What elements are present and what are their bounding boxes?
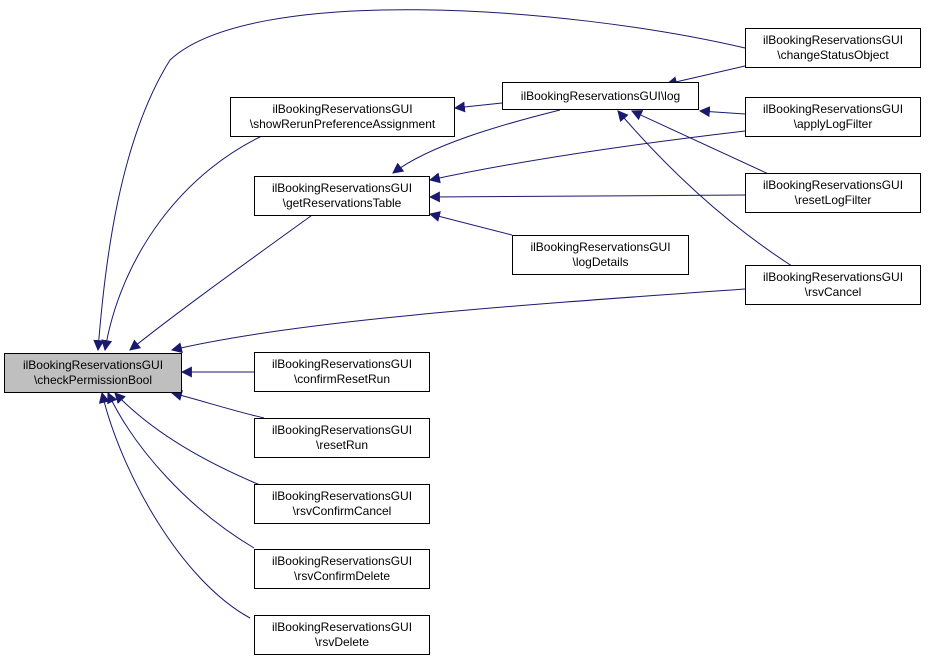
edge-resetLogFilter-to-getReservationsTable — [428, 191, 746, 203]
node-label-line2: \rsvConfirmCancel — [292, 504, 392, 518]
node-label-line1: ilBookingReservationsGUI — [762, 178, 904, 192]
node-changeStatusObject[interactable]: ilBookingReservationsGUI \changeStatusOb… — [745, 28, 921, 68]
node-label-line1: ilBookingReservationsGUI — [762, 33, 904, 47]
edge-applyLogFilter-to-getReservationsTable — [428, 130, 746, 184]
node-label-line1: ilBookingReservationsGUI — [271, 620, 413, 634]
node-label-line2: \checkPermissionBool — [33, 373, 153, 387]
node-label-line2: \confirmResetRun — [293, 372, 391, 386]
node-rsvConfirmDelete[interactable]: ilBookingReservationsGUI \rsvConfirmDele… — [254, 549, 430, 589]
node-rsvConfirmCancel[interactable]: ilBookingReservationsGUI \rsvConfirmCanc… — [254, 484, 430, 524]
edge-log-to-showRerun — [453, 101, 503, 113]
node-label-line2: \rsvCancel — [804, 285, 862, 299]
node-showRerunPreferenceAssignment[interactable]: ilBookingReservationsGUI \showRerunPrefe… — [230, 97, 455, 137]
node-label-line1: ilBookingReservationsGUI — [22, 358, 164, 372]
edge-changeStatusObject-to-checkPermissionBool — [93, 9, 746, 352]
node-checkPermissionBool[interactable]: ilBookingReservationsGUI \checkPermissio… — [4, 353, 182, 393]
edge-rsvCancel-to-log — [617, 110, 796, 269]
edge-rsvDelete-to-checkPermissionBool — [98, 391, 251, 619]
edge-rsvConfirmCancel-to-checkPermissionBool — [114, 392, 261, 486]
node-label-line1: ilBookingReservationsGUI — [530, 240, 671, 254]
edge-resetLogFilter-to-log — [631, 110, 776, 178]
node-label-line2: \changeStatusObject — [777, 48, 889, 62]
node-label-line2: \rsvConfirmDelete — [293, 569, 391, 583]
node-applyLogFilter[interactable]: ilBookingReservationsGUI \applyLogFilter — [745, 97, 921, 137]
node-log[interactable]: ilBookingReservationsGUI\log — [502, 82, 699, 110]
edge-applyLogFilter-to-log — [698, 106, 746, 118]
node-confirmResetRun[interactable]: ilBookingReservationsGUI \confirmResetRu… — [254, 352, 430, 392]
node-label-line2: \applyLogFilter — [793, 117, 873, 131]
edge-showRerun-to-checkPermissionBool — [101, 129, 276, 352]
edge-logDetails-to-getReservationsTable — [428, 211, 513, 236]
node-resetRun[interactable]: ilBookingReservationsGUI \resetRun — [254, 418, 430, 458]
node-rsvDelete[interactable]: ilBookingReservationsGUI \rsvDelete — [254, 615, 430, 655]
node-label-line2: \rsvDelete — [314, 635, 370, 649]
node-getReservationsTable[interactable]: ilBookingReservationsGUI \getReservation… — [254, 176, 430, 216]
node-label-line1: ilBookingReservationsGUI — [271, 181, 413, 195]
node-resetLogFilter[interactable]: ilBookingReservationsGUI \resetLogFilter — [745, 173, 921, 213]
node-label-line1: ilBookingReservationsGUI — [762, 270, 904, 284]
node-label-line2: \getReservationsTable — [282, 196, 402, 210]
edge-log-to-getReservationsTable — [392, 109, 561, 174]
node-label-line2: \showRerunPreferenceAssignment — [249, 117, 436, 131]
edge-rsvConfirmDelete-to-checkPermissionBool — [107, 392, 255, 549]
node-logDetails[interactable]: ilBookingReservationsGUI \logDetails — [512, 235, 689, 275]
node-label-line1: ilBookingReservationsGUI — [271, 423, 413, 437]
node-label-line2: \logDetails — [572, 255, 629, 269]
node-label-line2: \resetRun — [315, 438, 369, 452]
node-label-line2: \resetLogFilter — [794, 193, 872, 207]
node-rsvCancel[interactable]: ilBookingReservationsGUI \rsvCancel — [745, 265, 921, 305]
edge-resetRun-to-checkPermissionBool — [170, 390, 265, 419]
edge-getReservationsTable-to-checkPermissionBool — [129, 212, 316, 351]
edge-changeStatusObject-to-log — [665, 65, 746, 88]
node-label-line1: ilBookingReservationsGUI\log — [520, 88, 681, 103]
node-label-line1: ilBookingReservationsGUI — [762, 102, 904, 116]
node-label-line1: ilBookingReservationsGUI — [271, 357, 413, 371]
edge-rsvCancel-to-checkPermissionBool — [170, 288, 746, 354]
node-label-line1: ilBookingReservationsGUI — [272, 102, 413, 116]
node-label-line1: ilBookingReservationsGUI — [271, 554, 413, 568]
node-label-line1: ilBookingReservationsGUI — [271, 489, 413, 503]
